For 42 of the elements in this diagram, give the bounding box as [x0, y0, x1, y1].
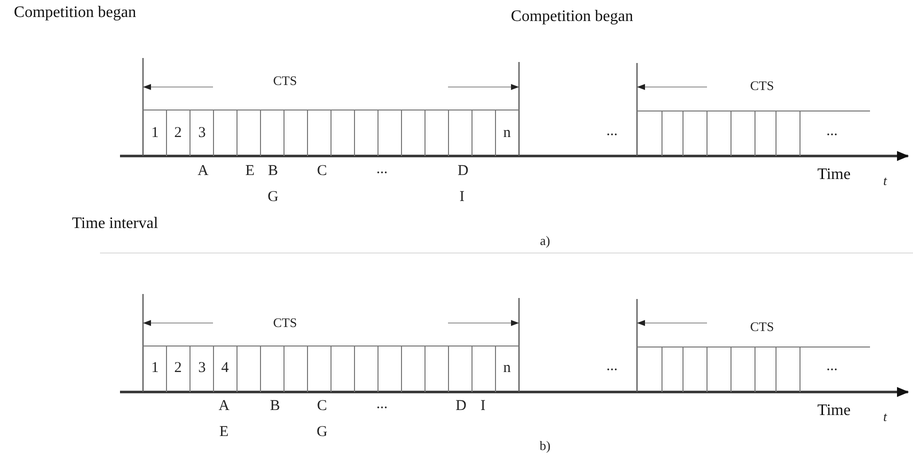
ellipsis-text: ...: [826, 123, 838, 140]
heading-text: Competition began: [14, 4, 136, 21]
panel-label: b): [540, 437, 550, 454]
ellipsis-text: ...: [376, 161, 388, 178]
slot-number: 1: [151, 125, 159, 142]
node-letter: E: [219, 424, 229, 441]
node-letter: D: [458, 163, 468, 180]
node-letter: G: [268, 189, 278, 206]
axis-variable: t: [883, 408, 887, 425]
dimension-label: CTS: [750, 77, 774, 94]
slot-number: 3: [198, 125, 206, 142]
slot-number: n: [503, 360, 511, 377]
annotation-text: Time interval: [72, 215, 158, 232]
axis-variable: t: [883, 172, 887, 189]
axis-label: Time: [817, 402, 851, 419]
ellipsis-text: ...: [376, 396, 388, 413]
ellipsis-text: ...: [826, 358, 838, 375]
slot-number: 2: [174, 360, 182, 377]
node-letter: B: [270, 398, 280, 415]
ellipsis-text: ...: [606, 123, 618, 140]
dimension-label: CTS: [750, 318, 774, 335]
node-letter: A: [218, 398, 230, 415]
node-letter: B: [268, 163, 278, 180]
node-letter: C: [317, 398, 327, 415]
dimension-label: CTS: [273, 72, 297, 89]
node-letter: I: [480, 398, 486, 415]
slot-number: 2: [174, 125, 182, 142]
node-letter: D: [456, 398, 466, 415]
node-letter: E: [245, 163, 255, 180]
node-letter: I: [460, 189, 464, 206]
slot-number: 1: [151, 360, 159, 377]
dimension-label: CTS: [273, 314, 297, 331]
panel-label: a): [540, 232, 550, 249]
ellipsis-text: ...: [606, 358, 618, 375]
slot-number: 3: [198, 360, 206, 377]
node-letter: A: [198, 163, 208, 180]
heading-text: Competition began: [510, 8, 634, 25]
node-letter: C: [317, 163, 327, 180]
node-letter: G: [316, 424, 328, 441]
axis-label: Time: [817, 166, 851, 183]
slot-number: n: [503, 125, 511, 142]
slot-number: 4: [221, 360, 229, 377]
